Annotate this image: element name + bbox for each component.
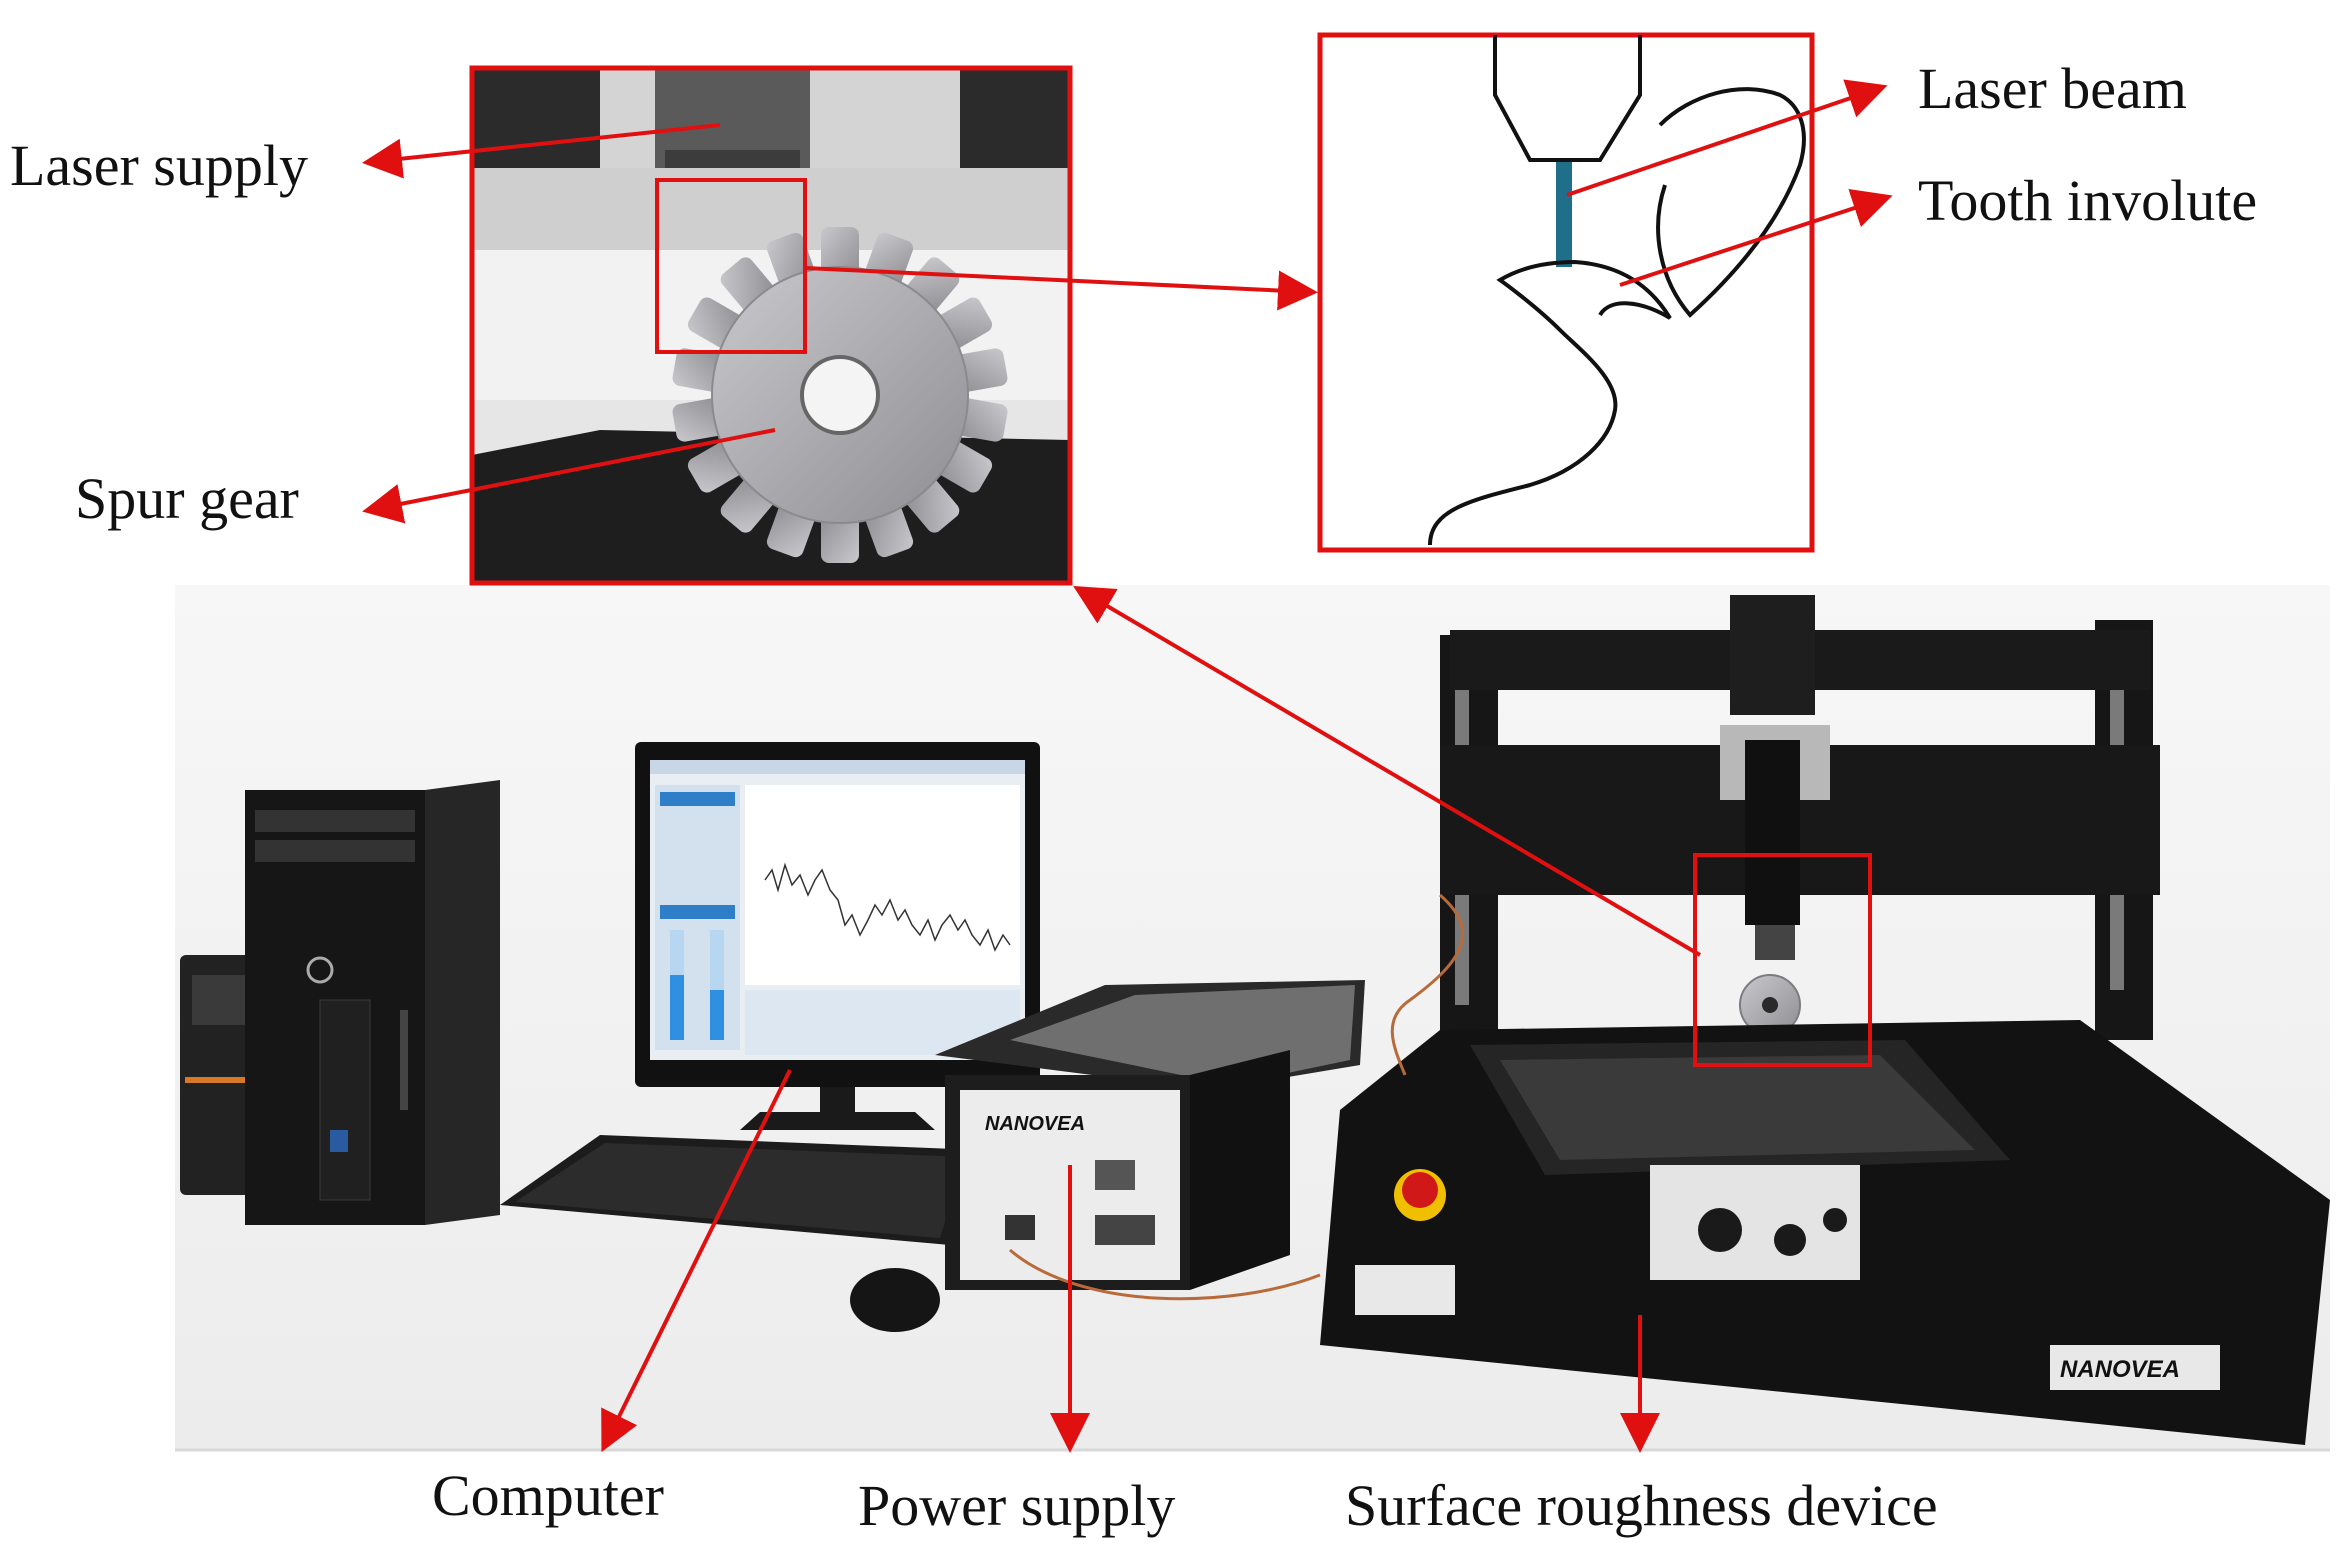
tooth-highlight-box	[655, 178, 807, 354]
data-cable	[1009, 1248, 1321, 1301]
laser-beam-line	[1556, 162, 1572, 267]
gear-zoom-inset	[469, 65, 1073, 586]
label-computer: Computer	[432, 1463, 664, 1528]
pc-logo-icon	[306, 956, 334, 984]
arrow-zoom-to-schematic	[804, 266, 1318, 311]
profilometer: NANOVEA	[1320, 595, 2330, 1445]
arrow-laser-beam	[1566, 79, 1888, 197]
tooth-profile-left	[1428, 259, 1672, 546]
arrow-spur-gear	[362, 428, 776, 524]
device-serial-label	[1355, 1265, 1455, 1315]
mouse	[850, 1268, 940, 1332]
arrow-computer	[601, 1069, 792, 1453]
device-logo: NANOVEA	[2060, 1356, 2180, 1383]
profile-plot	[745, 785, 1020, 985]
label-surface-roughness-device: Surface roughness device	[1345, 1473, 1938, 1538]
label-laser-beam: Laser beam	[1918, 56, 2187, 121]
gear-bore	[800, 355, 880, 435]
pc-tower	[245, 780, 500, 1225]
spur-gear-icon	[672, 227, 1008, 563]
gear-zoom-frame	[469, 65, 1073, 586]
laser-probe-outline	[1493, 35, 1642, 162]
schematic-frame	[1317, 32, 1815, 553]
keyboard	[500, 1135, 980, 1245]
arrow-laser-supply	[362, 123, 721, 179]
involute-schematic-inset	[1317, 32, 1815, 553]
tooth-profile-right	[1656, 87, 1806, 318]
power-supply-logo: NANOVEA	[985, 1113, 1085, 1135]
label-laser-supply: Laser supply	[10, 133, 308, 198]
label-tooth-involute: Tooth involute	[1918, 168, 2257, 233]
label-power-supply: Power supply	[858, 1473, 1175, 1538]
callout-arrows	[362, 79, 1893, 1453]
emergency-stop-button	[1402, 1172, 1438, 1208]
lab-photo: NANOVEA	[175, 585, 2330, 1452]
laser-head	[1745, 740, 1800, 925]
sensor-cable	[1390, 893, 1465, 1076]
monitor	[635, 742, 1040, 1130]
arrow-sample-to-zoom	[1073, 585, 1702, 957]
label-spur-gear: Spur gear	[75, 466, 299, 531]
sample-highlight-box	[1693, 853, 1872, 1067]
arrow-tooth-involute	[1619, 188, 1893, 287]
roughness-profile	[764, 862, 1011, 952]
